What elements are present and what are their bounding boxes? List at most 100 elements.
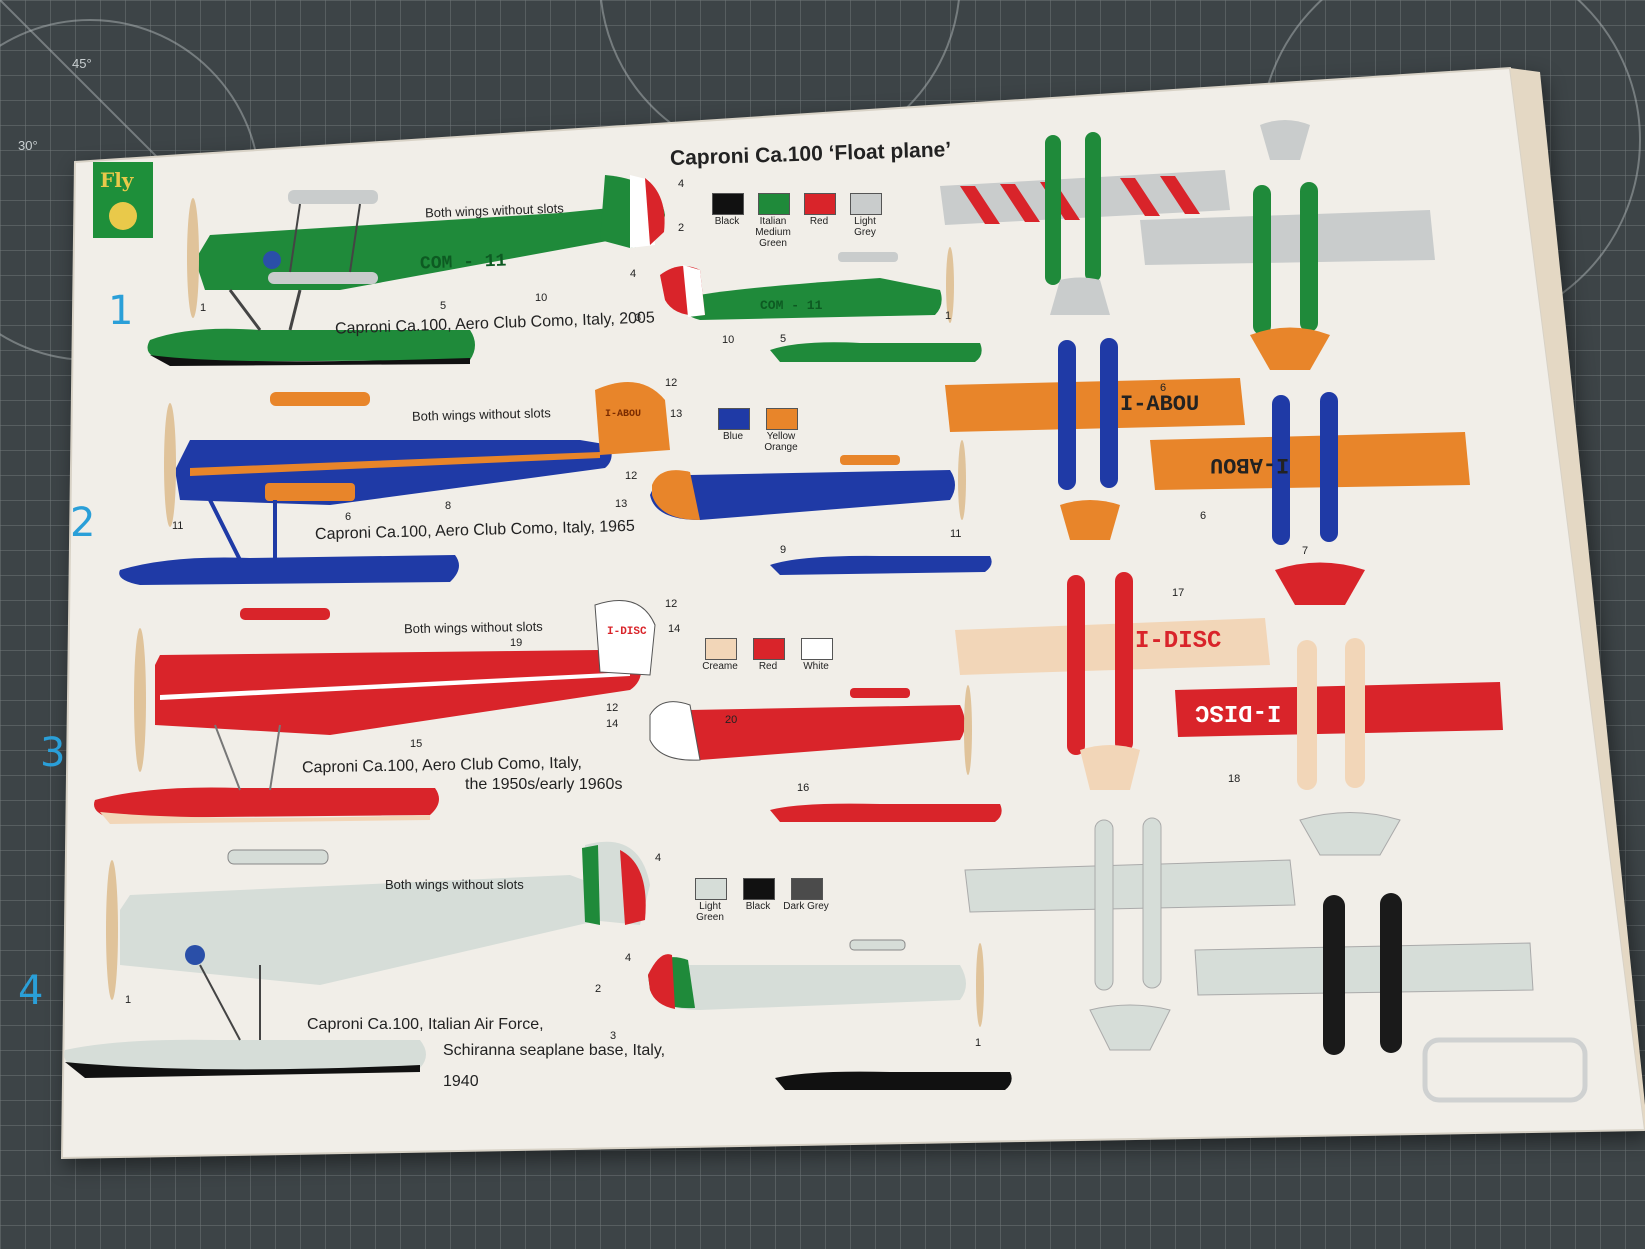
swatch-4-2 (743, 878, 775, 900)
profile-4-caption-line3: 1940 (443, 1073, 479, 1090)
p2-callout-h: 9 (780, 544, 787, 556)
profile-3-top-view-lower (1175, 562, 1503, 790)
swatch-label-3-1: Creame (702, 661, 738, 672)
swatch-label-3-2: Red (758, 661, 778, 672)
profile-2-registration: I-ABOU (605, 409, 642, 420)
p1-callout-e: 1 (200, 302, 207, 314)
svg-text:45°: 45° (72, 56, 92, 71)
p3-callout-f: 14 (606, 718, 619, 730)
swatch-label-3-3: White (803, 661, 829, 672)
swatch-label-4-1: Light Green (696, 901, 724, 923)
p3-callout-c: 19 (510, 637, 523, 649)
p3-callout-j: 18 (1228, 773, 1241, 785)
profile-4-side-view-small (648, 939, 1012, 1090)
profile-number-1: 1 (108, 288, 134, 334)
profile-2-top-view-lower (1150, 327, 1470, 545)
p2-callout-d: 6 (345, 511, 352, 523)
profile-2-side-view-small (650, 440, 992, 575)
profile-3-top-view-upper (955, 572, 1270, 790)
swatch-label-1-1: Black (714, 216, 740, 227)
profile-3-wing-registration-mirror: I-DISC (1195, 698, 1282, 725)
p3-callout-e: 12 (606, 702, 619, 714)
profile-4-side-view-large (64, 841, 650, 1078)
profile-3-caption-line2: the 1950s/early 1960s (465, 776, 623, 793)
p2-callout-a: 12 (665, 377, 678, 389)
profile-4-top-view-lower (1194, 812, 1534, 1055)
p1-callout-i: 5 (780, 333, 787, 345)
swatch-label-2-1: Blue (722, 431, 743, 442)
profile-4-note: Both wings without slots (385, 877, 524, 892)
fly-logo (93, 162, 153, 238)
profile-2-side-view-large (119, 382, 670, 585)
swatch-4-1 (695, 878, 727, 900)
p4-callout-a: 4 (655, 852, 662, 864)
p3-callout-a: 12 (665, 598, 678, 610)
p2-callout-g: 13 (615, 498, 628, 510)
svg-text:30°: 30° (18, 138, 38, 153)
profile-3-registration: I-DISC (607, 626, 647, 638)
profile-4-caption-line2: Schiranna seaplane base, Italy, (443, 1042, 666, 1059)
swatch-label-4-2: Black (745, 901, 771, 912)
profile-3-side-view-large (94, 600, 656, 824)
p1-callout-h: 10 (722, 334, 735, 346)
p2-callout-b: 13 (670, 408, 683, 420)
p4-callout-e: 3 (610, 1030, 617, 1042)
profile-3-side-view-small (649, 685, 1002, 822)
p4-callout-d: 4 (625, 952, 632, 964)
p1-callout-g: 3 (635, 312, 642, 324)
profile-1-side-view-small (660, 247, 982, 362)
logo-text: Fly (100, 168, 134, 192)
p2-callout-f: 12 (625, 470, 638, 482)
profile-2-top-view-upper (945, 338, 1245, 540)
p3-callout-i: 17 (1172, 587, 1185, 599)
p4-callout-c: 1 (125, 994, 132, 1006)
swatch-2-2 (766, 408, 798, 430)
profile-2-wing-registration: I-ABOU (1120, 392, 1200, 417)
profile-number-4: 4 (18, 968, 44, 1014)
p1-callout-f: 4 (630, 268, 637, 280)
swatch-label-4-3: Dark Grey (783, 901, 829, 912)
p2-callout-l: 7 (1302, 545, 1309, 557)
p2-callout-i: 11 (950, 528, 962, 540)
p3-callout-g: 20 (725, 714, 738, 726)
profile-1-top-view-upper (940, 132, 1230, 315)
p4-callout-b: 2 (595, 983, 602, 995)
profile-number-2: 2 (70, 500, 96, 546)
profile-number-3: 3 (40, 730, 66, 776)
p4-callout-f: 1 (975, 1037, 982, 1049)
swatch-2-1 (718, 408, 750, 430)
swatch-1-4 (850, 193, 882, 215)
swatch-3-3 (801, 638, 833, 660)
p3-callout-d: 15 (410, 738, 423, 750)
swatch-1-3 (804, 193, 836, 215)
profile-2-wing-registration-mirror: I-ABOU (1210, 452, 1290, 477)
profile-3-wing-registration: I-DISC (1135, 628, 1222, 655)
p3-callout-h: 16 (797, 782, 810, 794)
profile-4-top-view-upper (964, 817, 1296, 1051)
swatch-label-1-3: Red (809, 216, 829, 227)
profile-3-note: Both wings without slots (403, 618, 543, 637)
p1-callout-b: 2 (678, 222, 685, 234)
profile-1-side-view-large (147, 175, 665, 366)
p3-callout-b: 14 (668, 623, 681, 635)
p1-callout-d: 10 (535, 292, 548, 304)
profile-4-caption-line1: Caproni Ca.100, Italian Air Force, (307, 1016, 544, 1033)
swatch-label-1-4: Light Grey (854, 216, 876, 238)
profile-1-top-view-lower (1140, 120, 1435, 335)
swatch-label-1-2: Italian Medium Green (755, 216, 791, 249)
swatch-1-1 (712, 193, 744, 215)
swatch-4-3 (791, 878, 823, 900)
p2-callout-k: 6 (1200, 510, 1207, 522)
p2-callout-j: 6 (1160, 382, 1167, 394)
p1-callout-c: 5 (440, 300, 447, 312)
swatch-3-2 (753, 638, 785, 660)
p2-callout-e: 11 (172, 520, 184, 532)
profile-1-registration: COM - 11 (419, 251, 507, 275)
swatch-3-1 (705, 638, 737, 660)
p2-callout-c: 8 (445, 500, 452, 512)
profile-1-registration-small: COM - 11 (760, 298, 823, 313)
p1-callout-a: 4 (678, 178, 685, 190)
swatch-label-2-2: Yellow Orange (764, 431, 798, 453)
p1-callout-j: 1 (945, 310, 952, 322)
